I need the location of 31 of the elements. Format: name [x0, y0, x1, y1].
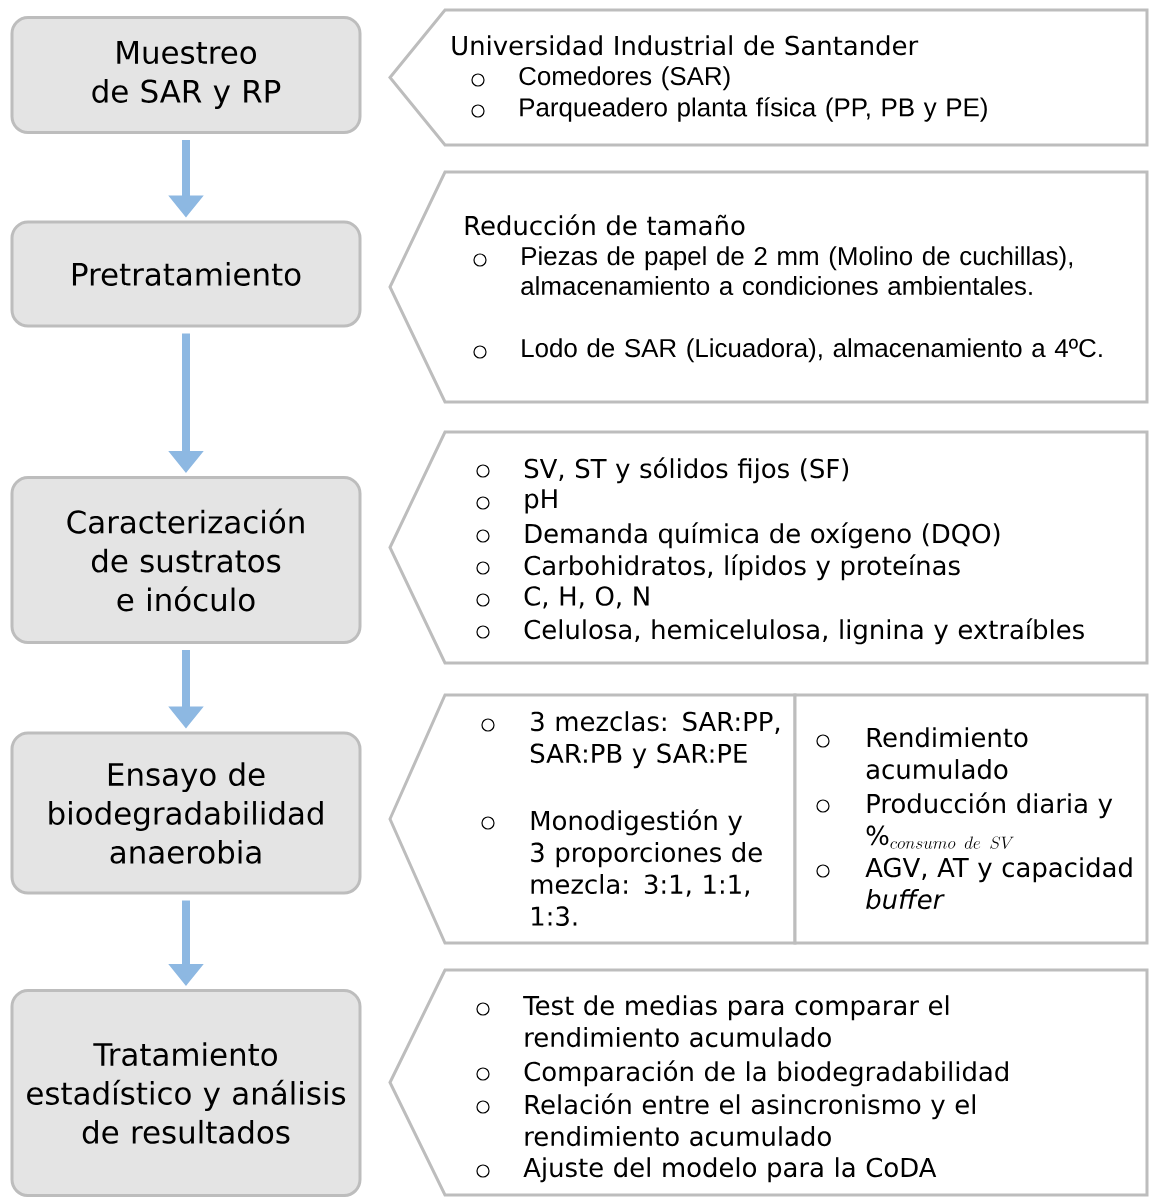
- bullet-text: Relación entre el asincronismo y el rendimiento acumulado: [525, 1093, 975, 1147]
- info-panel: [388, 170, 1149, 404]
- panel-heading: Universidad Industrial de Santander: [452, 35, 919, 56]
- bullet-text: AGV, AT y capacidad buffer: [865, 857, 1132, 910]
- step-box: Tratamiento estadístico y análisis de resultados: [10, 989, 362, 1197]
- bullet-text: Rendimiento acumulado: [866, 727, 1028, 780]
- bullet-text: C, H, O, N: [524, 586, 649, 609]
- info-panel: [388, 968, 1149, 1197]
- bullet-text: Producción diaria y $\%_{consumo\ de\ SV}$: [866, 792, 1113, 849]
- panel-heading: Reducción de tamaño: [465, 214, 745, 236]
- bullet-text: Comparación de la biodegradabilidad: [524, 1060, 1008, 1087]
- bullet-text: 3 mezclas: SAR:PP, SAR:PB y SAR:PE: [530, 711, 780, 769]
- info-panel: [388, 430, 1149, 665]
- bullet-text: SV, ST y sólidos fijos (SF): [524, 457, 849, 484]
- bullet-text: Parqueadero planta física (PP, PB y PE): [520, 97, 987, 122]
- bullet-text: pH: [525, 489, 557, 514]
- bullet-text: Carbohidratos, lípidos y proteínas: [524, 554, 960, 581]
- bullet-text: Piezas de papel de 2 mm (Molino de cuchillas), almacenamiento a condiciones ambientales.: [521, 246, 1073, 296]
- info-panel: [388, 8, 1149, 147]
- bullet-text: Demanda química de oxígeno (DQO): [525, 522, 1000, 549]
- info-panel: [793, 693, 1149, 945]
- step-box: Ensayo de biodegradabilidad anaerobia: [10, 731, 362, 895]
- step-box: Caracterización de sustratos e inóculo: [10, 476, 362, 644]
- step-box: Muestreo de SAR y RP: [10, 16, 362, 134]
- bullet-text: Test de medias para comparar el rendimiento acumulado: [523, 995, 949, 1048]
- bullet-text: Monodigestión y 3 proporciones de mezcla: 3:1, 1:1, 1:3.: [531, 809, 762, 926]
- bullet-text: Lodo de SAR (Licuadora), almacenamiento a 4ºC.: [522, 338, 1102, 363]
- step-box: Pretratamiento: [10, 220, 362, 328]
- bullet-text: Ajuste del modelo para la CoDA: [523, 1157, 937, 1183]
- bullet-text: Comedores (SAR): [519, 66, 730, 91]
- bullet-text: Celulosa, hemicelulosa, lignina y extraíbles: [524, 618, 1084, 645]
